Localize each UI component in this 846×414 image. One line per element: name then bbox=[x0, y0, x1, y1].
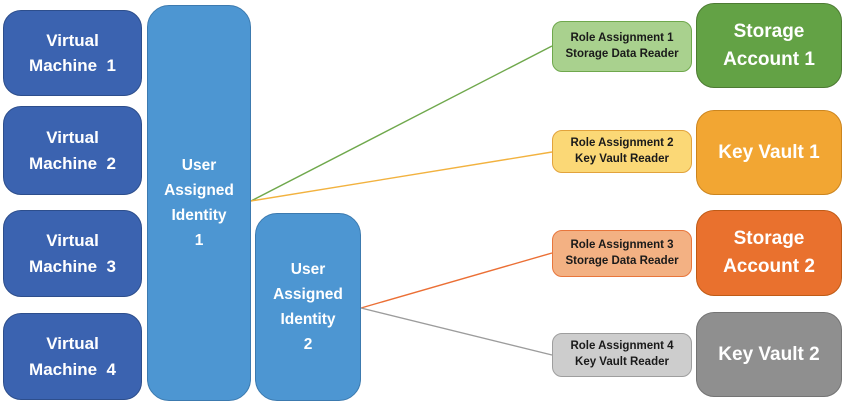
identity1-to-role-assignment1-line bbox=[250, 45, 553, 202]
virtual-machine-4-label-line1: Virtual bbox=[46, 334, 99, 353]
role-assignment-1-label-line2: Storage Data Reader bbox=[565, 47, 679, 60]
storage-account-2-label-line1: Storage bbox=[733, 228, 805, 250]
role-assignment-3-label-line2: Storage Data Reader bbox=[565, 254, 679, 267]
storage-account-2-label-line2: Account 2 bbox=[723, 256, 815, 277]
storage-account-2-box: Storage Account 2 bbox=[696, 210, 842, 296]
role-assignment-4-label-line2: Key Vault Reader bbox=[575, 356, 669, 368]
role-assignment-1-label-line1: Role Assignment 1 bbox=[570, 31, 674, 44]
virtual-machine-4-box: Virtual Machine 4 bbox=[3, 313, 142, 400]
storage-account-1-label-line1: Storage bbox=[733, 20, 805, 42]
virtual-machine-3-box: Virtual Machine 3 bbox=[3, 210, 142, 297]
identity-2-label-line2: Assigned bbox=[273, 285, 343, 303]
role-assignment-2-label-line1: Role Assignment 2 bbox=[570, 136, 674, 149]
identity1-to-role-assignment2-line bbox=[250, 151, 553, 202]
role-assignment-4-box: Role Assignment 4 Key Vault Reader bbox=[552, 333, 692, 377]
identity-1-label-line2: Assigned bbox=[164, 181, 234, 199]
key-vault-2-box: Key Vault 2 bbox=[696, 312, 842, 397]
identity-1-label-line4: 1 bbox=[194, 232, 204, 250]
user-assigned-identity-2-box: User Assigned Identity 2 bbox=[255, 213, 361, 401]
role-assignment-2-label-line2: Key Vault Reader bbox=[575, 152, 669, 165]
virtual-machine-3-label-line2: Machine 3 bbox=[29, 256, 116, 276]
role-assignment-1-box: Role Assignment 1 Storage Data Reader bbox=[552, 21, 692, 72]
virtual-machine-4-label-line2: Machine 4 bbox=[29, 359, 116, 379]
key-vault-1-label-line1: Key Vault 1 bbox=[718, 141, 820, 163]
storage-account-1-label-line2: Account 1 bbox=[723, 48, 815, 70]
virtual-machine-2-label-line2: Machine 2 bbox=[29, 153, 116, 173]
role-assignment-2-box: Role Assignment 2 Key Vault Reader bbox=[552, 130, 692, 173]
virtual-machine-2-box: Virtual Machine 2 bbox=[3, 106, 142, 195]
role-assignment-3-label-line1: Role Assignment 3 bbox=[570, 238, 674, 251]
storage-account-1-box: Storage Account 1 bbox=[696, 3, 842, 88]
virtual-machine-1-box: Virtual Machine 1 bbox=[3, 10, 142, 96]
virtual-machine-3-label-line1: Virtual bbox=[46, 231, 99, 250]
identity2-to-role-assignment3-line bbox=[360, 252, 553, 309]
identity-2-label-line1: User bbox=[290, 260, 326, 278]
identity2-to-role-assignment4-line bbox=[360, 307, 553, 356]
key-vault-2-label-line1: Key Vault 2 bbox=[718, 343, 820, 365]
identity-2-label-line3: Identity bbox=[280, 311, 336, 328]
role-assignment-4-label-line1: Role Assignment 4 bbox=[570, 340, 674, 353]
virtual-machine-1-label-line2: Machine 1 bbox=[29, 56, 116, 75]
role-assignment-3-box: Role Assignment 3 Storage Data Reader bbox=[552, 230, 692, 277]
user-assigned-identity-1-box: User Assigned Identity 1 bbox=[147, 5, 251, 401]
key-vault-1-box: Key Vault 1 bbox=[696, 110, 842, 195]
identity-1-label-line1: User bbox=[181, 156, 217, 174]
identity-1-label-line3: Identity bbox=[171, 207, 227, 224]
virtual-machine-1-label-line1: Virtual bbox=[46, 30, 99, 50]
identity-2-label-line4: 2 bbox=[303, 336, 313, 354]
virtual-machine-2-label-line1: Virtual bbox=[46, 128, 99, 147]
